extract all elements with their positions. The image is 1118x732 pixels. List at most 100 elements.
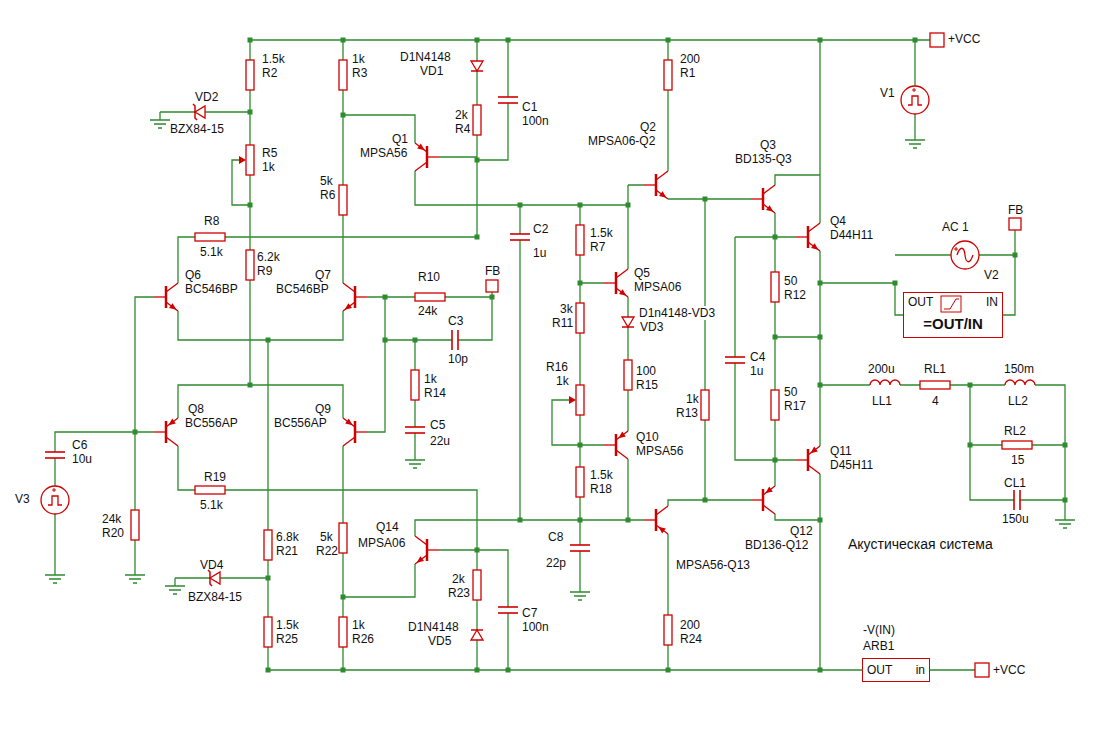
ground-symbol (150, 120, 170, 128)
component-label: RL2 (1004, 424, 1026, 438)
inductor-symbol (1005, 378, 1035, 387)
block-text: IN (986, 295, 998, 309)
component-label: BC556AP (185, 416, 238, 430)
ground-symbol (405, 460, 425, 468)
component-label: Q9 (315, 402, 331, 416)
resistor-symbol (131, 510, 139, 540)
zener-symbol (208, 570, 220, 586)
block-text: -V(IN) (863, 623, 895, 637)
component-label: R3 (352, 66, 367, 80)
resistor-symbol (246, 60, 254, 90)
resistor-symbol (264, 617, 272, 647)
component-label: R22 (316, 544, 338, 558)
resistor-symbol (246, 250, 254, 280)
component-label: +VCC (993, 663, 1025, 677)
component-label: MPSA56 (636, 444, 683, 458)
component-label: BZX84-15 (170, 122, 224, 136)
potentiometer-symbol (576, 385, 584, 415)
component-label: Акустическая система (848, 536, 993, 553)
component-label: AC 1 (942, 220, 969, 234)
block-icon (944, 299, 959, 309)
component-label: R23 (448, 586, 470, 600)
component-label: V3 (15, 492, 30, 506)
diode-symbol (471, 61, 483, 71)
component-label: Q4 (830, 214, 846, 228)
resistor-symbol (339, 523, 347, 553)
component-label: R17 (784, 399, 806, 413)
resistor-symbol (195, 233, 225, 241)
component-label: C8 (548, 530, 563, 544)
transistor-symbol (644, 506, 668, 534)
flag-terminal (486, 280, 498, 292)
ac-source-symbol (951, 241, 979, 269)
component-label: D44H11 (830, 228, 873, 242)
resistor-symbol (701, 390, 709, 420)
resistor-symbol (1002, 441, 1032, 449)
component-label: R11 (552, 316, 573, 330)
component-label: R4 (455, 122, 470, 136)
transistor-symbol (154, 418, 178, 446)
component-label: VD4 (200, 558, 223, 572)
component-label: R21 (276, 544, 298, 558)
resistor-symbol (473, 105, 481, 135)
inductor-symbol (870, 378, 900, 387)
transistor-symbol (415, 143, 439, 171)
component-label: R19 (204, 470, 226, 484)
wire-net (55, 40, 1065, 670)
ground-symbol (905, 140, 925, 148)
component-label: 200 (680, 52, 700, 66)
component-label: +VCC (948, 32, 980, 46)
component-label: C1 (522, 100, 537, 114)
capacitor-symbol (497, 97, 519, 103)
transistor-symbol (751, 486, 775, 514)
component-label: 100 (636, 364, 656, 378)
component-label: R16 (546, 360, 568, 374)
component-label: 50 (784, 385, 797, 399)
component-label: R25 (276, 632, 298, 646)
source-symbol (41, 486, 69, 514)
transistor-symbol (644, 171, 668, 199)
component-label: R9 (257, 264, 272, 278)
zener-symbol (193, 104, 205, 120)
component-label: 100n (522, 620, 549, 634)
transistor-symbol (796, 446, 820, 474)
component-label: BD135-Q3 (735, 152, 792, 166)
component-label: Q5 (634, 266, 650, 280)
component-label: MPSA06-Q2 (588, 134, 655, 148)
component-label: VD1 (420, 64, 443, 78)
transistor-symbol (604, 431, 628, 459)
component-label: R1 (680, 66, 695, 80)
resistor-symbol (664, 60, 672, 90)
resistor-symbol (339, 617, 347, 647)
component-label: R24 (680, 632, 702, 646)
component-label: 1k (352, 52, 365, 66)
component-label: BZX84-15 (188, 590, 242, 604)
component-label: 5.1k (200, 245, 223, 259)
component-label: Q11 (830, 444, 852, 458)
resistor-symbol (264, 530, 272, 560)
component-label: D1N4148 (408, 620, 459, 634)
component-label: R18 (590, 482, 612, 496)
component-label: R13 (676, 406, 698, 420)
component-label: V2 (984, 268, 999, 282)
ground-symbol (165, 586, 185, 594)
resistor-symbol (195, 486, 225, 494)
component-label: 6.8k (276, 530, 299, 544)
resistor-symbol (576, 467, 584, 497)
component-label: RL1 (924, 362, 946, 376)
component-label: FB (485, 264, 500, 278)
source-symbol (901, 86, 929, 114)
capacitor-symbol (44, 452, 66, 458)
resistor-symbol (920, 381, 950, 389)
resistor-symbol (576, 225, 584, 255)
transistor-symbol (415, 536, 439, 564)
ground-symbol (570, 592, 590, 600)
component-label: 1k (686, 392, 699, 406)
component-label: R8 (204, 214, 219, 228)
capacitor-symbol (509, 234, 531, 240)
transistor-symbol (343, 283, 367, 311)
component-label: 1k (262, 160, 275, 174)
component-label: R10 (418, 270, 440, 284)
component-label: 1.5k (590, 226, 613, 240)
